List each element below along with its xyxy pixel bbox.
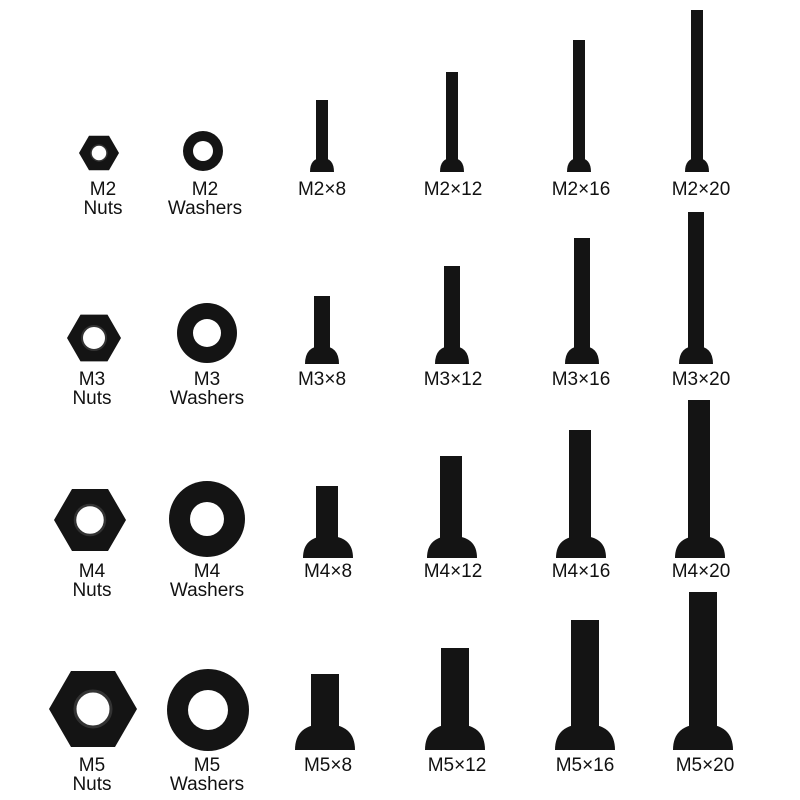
m2x20-label: M2×20 xyxy=(671,179,731,200)
m5x16-label: M5×16 xyxy=(555,755,615,776)
m3x8-screw-icon xyxy=(305,296,339,364)
m3x16-screw-icon xyxy=(565,238,599,364)
m5x16-screw-icon xyxy=(555,620,615,750)
m2-washer-icon xyxy=(183,131,223,171)
m2x20-screw-icon xyxy=(685,10,709,172)
m4x12-screw-icon xyxy=(427,456,477,558)
m3-washer-icon xyxy=(177,303,237,363)
m5x20-label: M5×20 xyxy=(675,755,735,776)
m4x16-screw-icon xyxy=(556,430,606,558)
m3x8-label: M3×8 xyxy=(297,369,347,390)
m5x8-label: M5×8 xyxy=(303,755,353,776)
m2x8-screw-icon xyxy=(310,100,334,172)
m4x12-label: M4×12 xyxy=(423,561,483,582)
m5x20-screw-icon xyxy=(673,592,733,750)
m2x12-screw-icon xyxy=(440,72,464,172)
m5x8-screw-icon xyxy=(295,674,355,750)
m3x16-label: M3×16 xyxy=(551,369,611,390)
m4x16-label: M4×16 xyxy=(551,561,611,582)
m4-washer-icon xyxy=(169,481,245,557)
m5x12-label: M5×12 xyxy=(427,755,487,776)
m4x8-label: M4×8 xyxy=(303,561,353,582)
m3x20-screw-icon xyxy=(679,212,713,364)
m4x20-label: M4×20 xyxy=(671,561,731,582)
m2x16-label: M2×16 xyxy=(551,179,611,200)
m4-nut-icon xyxy=(54,489,126,551)
m3-nut-icon xyxy=(67,314,121,362)
m5-nut-icon xyxy=(49,671,137,747)
m5x12-screw-icon xyxy=(425,648,485,750)
m2-nut-icon xyxy=(79,135,119,171)
m3x12-screw-icon xyxy=(435,266,469,364)
m4x20-screw-icon xyxy=(675,400,725,558)
m5-washer-icon xyxy=(167,669,249,751)
m2x16-screw-icon xyxy=(567,40,591,172)
m3x12-label: M3×12 xyxy=(423,369,483,390)
m4x8-screw-icon xyxy=(303,486,353,558)
m2x12-label: M2×12 xyxy=(423,179,483,200)
m2x8-label: M2×8 xyxy=(297,179,347,200)
m3x20-label: M3×20 xyxy=(671,369,731,390)
